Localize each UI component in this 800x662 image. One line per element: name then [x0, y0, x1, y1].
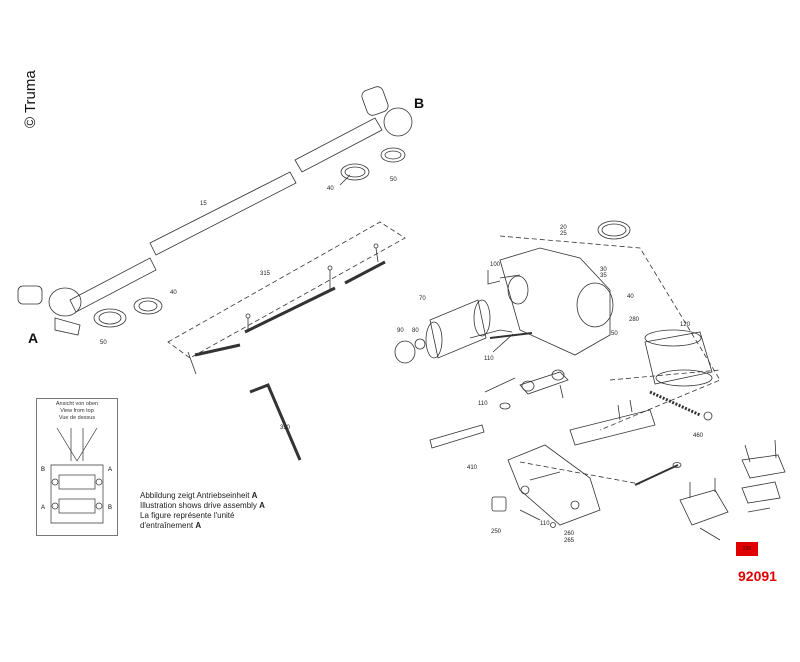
- label-35: 35: [600, 273, 607, 279]
- crank-350: [249, 383, 302, 461]
- note-en: Illustration shows drive assembly A: [140, 501, 265, 510]
- motor-a: [48, 287, 82, 317]
- mount-330-a: [679, 489, 729, 526]
- drawing-number: 92091: [738, 568, 777, 584]
- pad-250: [491, 496, 507, 512]
- label-100: 100: [490, 262, 501, 268]
- label-15: 15: [200, 201, 207, 207]
- frame-motor: [499, 235, 721, 431]
- tube-b: [294, 117, 383, 173]
- inset-side-a-right: A: [108, 467, 112, 473]
- assembly-label-a: A: [28, 330, 38, 346]
- label-120: 120: [680, 322, 691, 328]
- label-40-b: 40: [327, 186, 334, 192]
- label-20: 20: [560, 225, 567, 231]
- label-80: 80: [412, 328, 419, 334]
- label-30: 30: [600, 267, 607, 273]
- top-view-inset: Ansicht von oben View from top Vue de de…: [36, 398, 118, 536]
- label-40-a: 40: [170, 290, 177, 296]
- label-410: 410: [467, 465, 478, 471]
- label-265: 265: [564, 538, 575, 544]
- note-fr-1: La figure représente l'unité: [140, 511, 235, 520]
- motor-a-knob: [17, 285, 43, 305]
- label-90: 90: [397, 328, 404, 334]
- frame-315: [167, 221, 406, 359]
- copyright-label: © Truma: [22, 70, 39, 128]
- mount-330-b: [741, 454, 786, 479]
- label-460: 460: [693, 433, 704, 439]
- label-250: 250: [491, 529, 502, 535]
- inset-side-a-left: A: [41, 505, 45, 511]
- label-40-m: 40: [627, 294, 634, 300]
- part-330-highlight: 330: [736, 542, 758, 556]
- gearbox-20: [499, 247, 611, 356]
- label-315: 315: [260, 271, 271, 277]
- inset-drawing: B A A B: [41, 427, 112, 524]
- note-fr-2: d'entraînement A: [140, 521, 202, 530]
- label-50-m: 50: [611, 331, 618, 337]
- label-110-b: 110: [478, 401, 488, 407]
- label-50-b: 50: [390, 177, 397, 183]
- label-280: 280: [629, 317, 640, 323]
- rod-410: [429, 424, 485, 449]
- label-110-c: 110: [540, 521, 550, 527]
- bracket-plate: [507, 444, 601, 526]
- inset-side-b-left: B: [41, 467, 45, 473]
- spring-460: [649, 390, 701, 417]
- motor-b: [383, 107, 413, 137]
- inset-side-b-right: B: [108, 505, 112, 511]
- label-25: 25: [560, 231, 567, 237]
- tube-a: [69, 257, 157, 313]
- label-260: 260: [564, 531, 575, 537]
- cover-120: [644, 331, 713, 385]
- assembly-note: Abbildung zeigt Antriebseinheit A Illust…: [140, 491, 265, 531]
- clamp-ring-20: [597, 220, 631, 240]
- note-de: Abbildung zeigt Antriebseinheit A: [140, 491, 258, 500]
- label-50-a: 50: [100, 340, 107, 346]
- label-350: 350: [280, 425, 291, 431]
- inset-title-de: Ansicht von oben: [55, 401, 99, 407]
- motor-b-knob: [361, 86, 389, 116]
- label-70: 70: [419, 296, 426, 302]
- label-330: 330: [742, 546, 752, 552]
- rod-15: [149, 171, 297, 256]
- label-110-a: 110: [484, 356, 494, 362]
- assembly-label-b: B: [414, 95, 424, 111]
- inset-title-en: View from top: [60, 408, 94, 414]
- gear-90: [394, 340, 416, 364]
- roller-70: [429, 299, 487, 359]
- inset-title-fr: Vue de dessus: [58, 415, 96, 421]
